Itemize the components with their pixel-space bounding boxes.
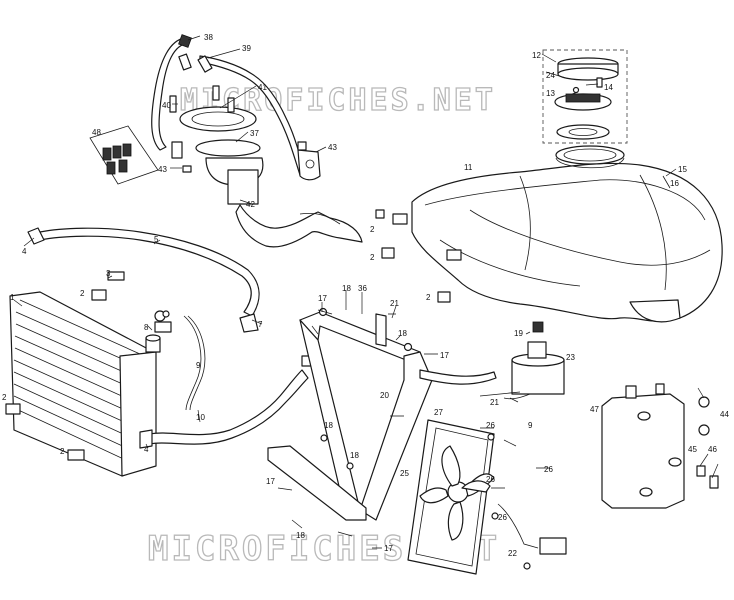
callout: 48: [92, 128, 101, 137]
callout: 2: [80, 289, 85, 298]
callout: 9: [528, 421, 533, 430]
callout: 2: [2, 393, 7, 402]
callout: 17: [318, 294, 327, 303]
callout: 21: [490, 398, 499, 407]
thermo-switch: [479, 321, 565, 400]
callout: 11: [464, 163, 473, 172]
expansion-tank: [601, 383, 719, 509]
callout: 42: [246, 200, 255, 209]
callout-numbers: 38 39 41 40 37 43 48 43 42 12 24 13 14 1…: [2, 33, 729, 558]
fuel-filter-kit: [89, 125, 159, 185]
callout: 17: [440, 351, 449, 360]
callout: 12: [532, 51, 541, 60]
callout: 37: [250, 129, 259, 138]
callout: 2: [370, 253, 375, 262]
callout: 7: [258, 320, 263, 329]
callout: 3: [106, 269, 111, 278]
fuel-cap-assembly: [542, 49, 628, 144]
callout: 4: [22, 247, 27, 256]
callout: 5: [154, 235, 159, 244]
callout: 38: [204, 33, 213, 42]
callout: 2: [426, 293, 431, 302]
callout: 13: [546, 89, 555, 98]
callout: 20: [380, 391, 389, 400]
callout: 17: [266, 477, 275, 486]
callout: 44: [720, 410, 729, 419]
fasteners: [162, 175, 671, 549]
callout: 40: [162, 101, 171, 110]
callout: 27: [434, 408, 443, 417]
callout: 18: [324, 421, 333, 430]
callout: 24: [546, 71, 555, 80]
callout: 26: [544, 465, 553, 474]
callout: 14: [604, 83, 613, 92]
callout: 46: [708, 445, 717, 454]
fuel-pump-assembly: [151, 34, 363, 248]
callout-leaders: [13, 35, 719, 529]
callout: 18: [398, 329, 407, 338]
fuel-tank: [411, 145, 723, 323]
callout: 45: [688, 445, 697, 454]
callout: 16: [670, 179, 679, 188]
callout: 2: [60, 447, 65, 456]
callout: 18: [296, 531, 305, 540]
callout: 36: [358, 284, 367, 293]
callout: 15: [678, 165, 687, 174]
callout: 43: [158, 165, 167, 174]
clamps-grommets: [5, 209, 462, 461]
callout: 25: [400, 469, 409, 478]
callout: 26: [498, 513, 507, 522]
callout: 1: [10, 293, 15, 302]
radiator-hose-small: [139, 315, 309, 449]
callout: 19: [514, 329, 523, 338]
callout: 4: [144, 445, 149, 454]
callout: 21: [390, 299, 399, 308]
radiator-frame: [267, 307, 497, 521]
callout: 8: [144, 323, 149, 332]
callout: 41: [258, 83, 267, 92]
callout: 26: [486, 421, 495, 430]
callout: 18: [342, 284, 351, 293]
cooling-fan: [407, 419, 567, 575]
callout: 18: [350, 451, 359, 460]
callout: 47: [590, 405, 599, 414]
callout: 2: [370, 225, 375, 234]
callout: 39: [242, 44, 251, 53]
callout: 9: [196, 361, 201, 370]
radiator: [9, 291, 172, 477]
callout: 17: [384, 544, 393, 553]
callout: 22: [508, 549, 517, 558]
callout: 23: [566, 353, 575, 362]
callout: 10: [196, 413, 205, 422]
callout: 26: [486, 475, 495, 484]
callout: 43: [328, 143, 337, 152]
